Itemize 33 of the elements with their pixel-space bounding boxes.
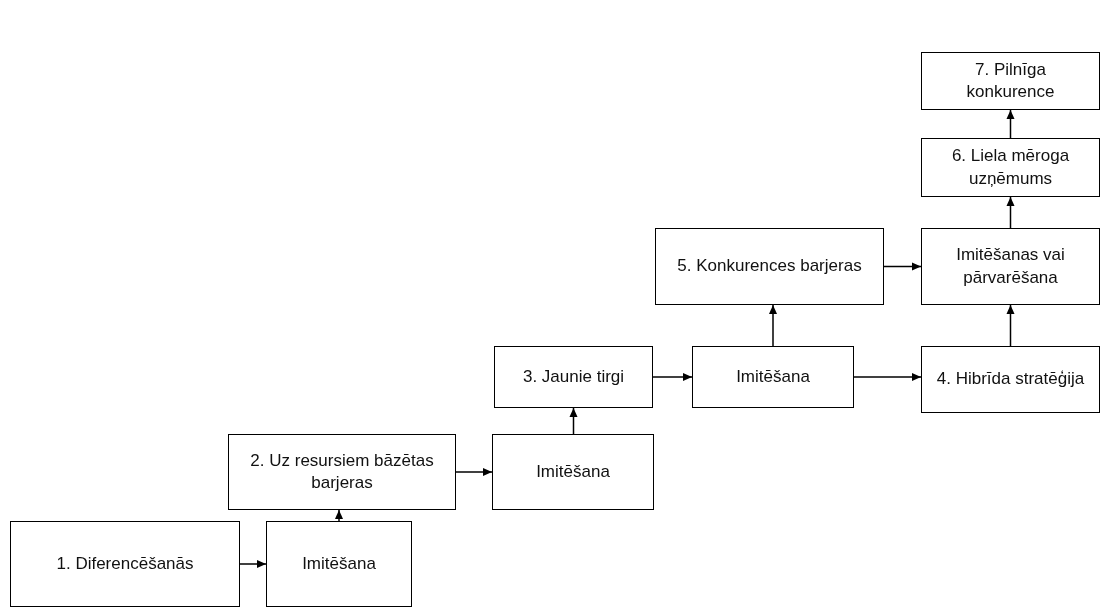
process-box [494,346,653,408]
arrow [455,468,493,476]
box-label: Imitēšanas vai pārvarēšana [955,244,1066,289]
arrow [652,373,693,381]
box-label: 6. Liela mēroga uzņēmums [950,145,1071,190]
box-label: Imitēšana [536,460,610,483]
arrow [569,407,578,435]
process-box [921,228,1100,305]
arrow [239,560,267,568]
process-box [921,346,1100,413]
box-label: 1. Diferencēšanās [56,552,194,575]
box-label: Imitēšana [302,552,376,575]
box-label: 4. Hibrīda stratēģija [936,368,1085,391]
box-label: Imitēšana [736,365,810,388]
arrow [1006,304,1015,347]
arrow [1006,109,1015,139]
arrow [769,304,777,347]
box-label: 3. Jaunie tirgi [522,365,625,388]
process-box [492,434,654,510]
process-box [228,434,456,510]
arrow [883,262,922,271]
arrow [1006,196,1015,229]
process-box [10,521,240,607]
process-box [655,228,884,305]
process-box [692,346,854,408]
process-box [921,138,1100,197]
arrow [335,509,343,522]
arrow [853,373,922,381]
box-label: 7. Pilnīga konkurence [965,58,1056,103]
box-label: 2. Uz resursiem bāzētas barjeras [249,449,435,494]
process-box [266,521,412,607]
box-label: 5. Konkurences barjeras [677,255,862,278]
process-box [921,52,1100,110]
